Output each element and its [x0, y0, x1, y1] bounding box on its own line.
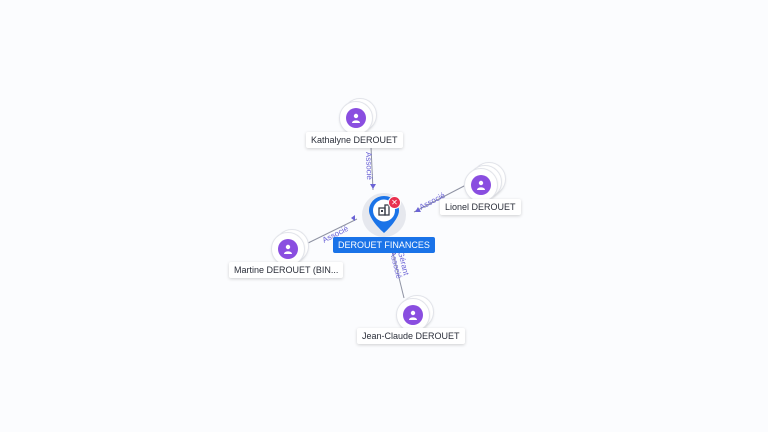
edge-martine	[303, 218, 358, 246]
person-label-kathalyne[interactable]: Kathalyne DEROUET	[306, 132, 403, 148]
edge-lionel	[413, 184, 467, 213]
person-node-martine[interactable]	[271, 229, 309, 266]
person-label-lionel[interactable]: Lionel DEROUET	[440, 199, 521, 215]
person-icon	[346, 108, 366, 128]
person-node-lionel[interactable]	[464, 162, 506, 202]
person-icon	[278, 239, 298, 259]
person-label-jeanclaude[interactable]: Jean-Claude DEROUET	[357, 328, 465, 344]
arrow-lionel	[415, 207, 421, 212]
relation-label-kathalyne: Associé	[364, 152, 374, 181]
person-icon	[403, 305, 423, 325]
person-label-martine[interactable]: Martine DEROUET (BIN...	[229, 262, 344, 278]
arrow-kathalyne	[370, 184, 376, 189]
person-node-kathalyne[interactable]	[339, 98, 377, 135]
arrow-martine	[351, 215, 355, 221]
person-node-jeanclaude[interactable]	[396, 295, 434, 332]
edge-kathalyne	[370, 146, 374, 191]
company-node[interactable]: ✕	[362, 193, 406, 237]
close-icon[interactable]: ✕	[388, 196, 401, 209]
person-icon	[471, 175, 491, 195]
company-label[interactable]: DEROUET FINANCES	[333, 237, 435, 253]
